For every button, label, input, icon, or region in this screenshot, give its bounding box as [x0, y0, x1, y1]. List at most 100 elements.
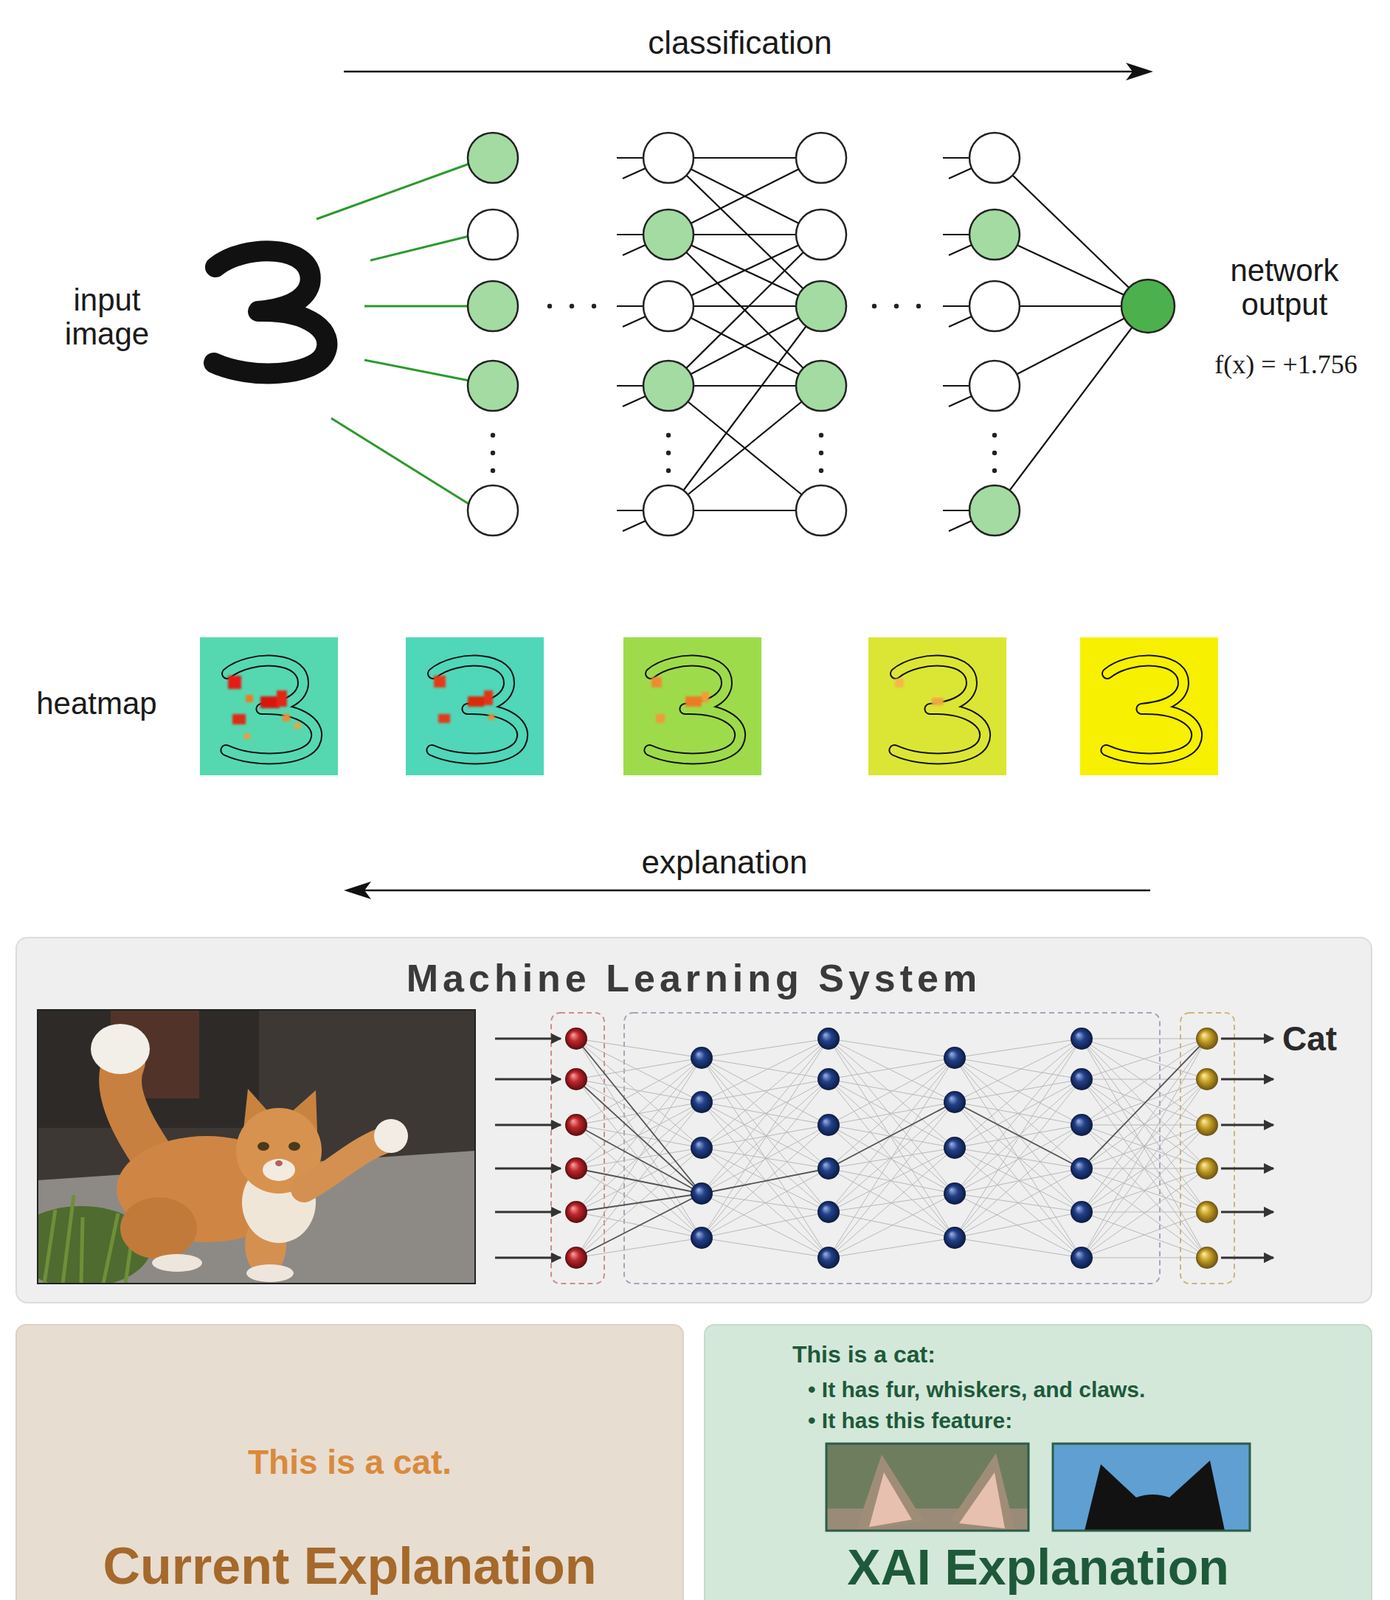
- neuron: [643, 360, 694, 411]
- network-link: [828, 1148, 955, 1213]
- explanation-box: This is a cat:• It has fur, whiskers, an…: [703, 1324, 1373, 1600]
- ear-photo: [1052, 1443, 1250, 1531]
- neuron: [969, 132, 1020, 183]
- neuron: [565, 1246, 588, 1270]
- neuron: [817, 1068, 840, 1091]
- flow-label: classification: [647, 25, 832, 61]
- relevance-spot: [488, 714, 495, 721]
- network-link: [576, 1038, 702, 1103]
- bullet-item: • It has fur, whiskers, and claws.: [807, 1377, 1146, 1402]
- network-link: [576, 1079, 702, 1149]
- network-link: [954, 1079, 1082, 1103]
- network-link: [701, 1102, 829, 1258]
- network-link: [576, 1079, 702, 1194]
- heatmap-ground: [1080, 637, 1219, 776]
- neuron: [1195, 1068, 1219, 1091]
- cat-silhouette: [1084, 1460, 1225, 1531]
- network-link: [701, 1057, 829, 1126]
- network-link: [954, 1079, 1082, 1194]
- digit-outline: [1105, 661, 1197, 760]
- network-link: [954, 1057, 1082, 1258]
- relevance-spot: [276, 690, 288, 707]
- network-link: [828, 1193, 955, 1213]
- cat-eye: [288, 1142, 301, 1151]
- network-link: [1081, 1125, 1208, 1258]
- network-link: [1081, 1038, 1208, 1169]
- network-link: [1081, 1125, 1208, 1258]
- neuron: [969, 209, 1020, 260]
- network-link: [576, 1125, 702, 1239]
- photo-wall: [37, 1010, 259, 1129]
- neuron: [969, 485, 1020, 536]
- network-link: [1081, 1257, 1208, 1259]
- network-link: [576, 1102, 702, 1258]
- neuron: [796, 281, 847, 332]
- arrow-head: [343, 881, 372, 900]
- network-links: [576, 1038, 1208, 1258]
- network-link: [576, 1212, 702, 1239]
- network-link: [1081, 1125, 1208, 1213]
- ellipsis-dot: [547, 303, 552, 309]
- network-link: [954, 1168, 1082, 1239]
- network-link: [701, 1038, 829, 1149]
- cat-ear-inside: [959, 1472, 1005, 1529]
- neuron: [643, 132, 694, 183]
- ellipsis-dot: [569, 303, 575, 309]
- neuron: [817, 1246, 840, 1270]
- io-arrow: [495, 1037, 561, 1040]
- network-link: [828, 1125, 955, 1194]
- ellipsis-dot: [992, 468, 997, 473]
- network-link: [954, 1038, 1082, 1149]
- network-link: [701, 1168, 829, 1239]
- digit-outline: [894, 661, 985, 760]
- network-link: [828, 1079, 955, 1149]
- network-link: [828, 1102, 955, 1258]
- network-link: [576, 1038, 702, 1194]
- network-link: [1081, 1079, 1208, 1213]
- network-link: [701, 1102, 829, 1213]
- network-link: [828, 1102, 955, 1213]
- explanation-box: This is a cat.Current Explanation: [15, 1324, 684, 1600]
- neuron: [943, 1226, 966, 1250]
- network-link: [828, 1038, 955, 1194]
- network-link: [828, 1212, 955, 1239]
- heatmap-image: [199, 637, 338, 776]
- active-link: [576, 1079, 702, 1194]
- neuron: [1070, 1068, 1093, 1091]
- ellipsis-dot: [490, 468, 496, 473]
- network-link: [668, 385, 822, 511]
- network-link: [576, 1148, 702, 1258]
- network-link: [701, 1148, 829, 1169]
- relevance-spot: [467, 696, 484, 707]
- network-link: [954, 1038, 1082, 1058]
- ellipsis-dot: [666, 433, 671, 438]
- network-link: [954, 1193, 1082, 1258]
- network-link: [828, 1079, 955, 1103]
- relevance-spots: [894, 678, 944, 706]
- neuron: [1070, 1246, 1093, 1270]
- network-link: [1081, 1038, 1208, 1169]
- ellipsis-dot: [818, 450, 824, 456]
- network-link: [1081, 1168, 1208, 1213]
- neuron: [796, 485, 847, 536]
- network-link: [954, 1057, 1082, 1080]
- relevance-spot: [931, 697, 944, 706]
- network-link: [576, 1079, 702, 1239]
- network-link: [701, 1038, 829, 1194]
- neuron: [796, 360, 847, 411]
- network-link: [576, 1038, 702, 1239]
- network-link: [1081, 1125, 1208, 1126]
- network-link: [701, 1125, 829, 1194]
- cat-paw: [151, 1254, 203, 1272]
- network-link: [828, 1057, 955, 1080]
- network-link: [1081, 1038, 1208, 1080]
- network-link: [954, 1079, 1082, 1239]
- network-link: [828, 1038, 955, 1058]
- row-label: heatmap: [36, 686, 157, 721]
- network-link: [1081, 1079, 1208, 1169]
- network-link: [576, 1102, 702, 1169]
- cat-head: [236, 1108, 322, 1194]
- cat-ear: [950, 1453, 1016, 1531]
- network-link: [1081, 1079, 1208, 1126]
